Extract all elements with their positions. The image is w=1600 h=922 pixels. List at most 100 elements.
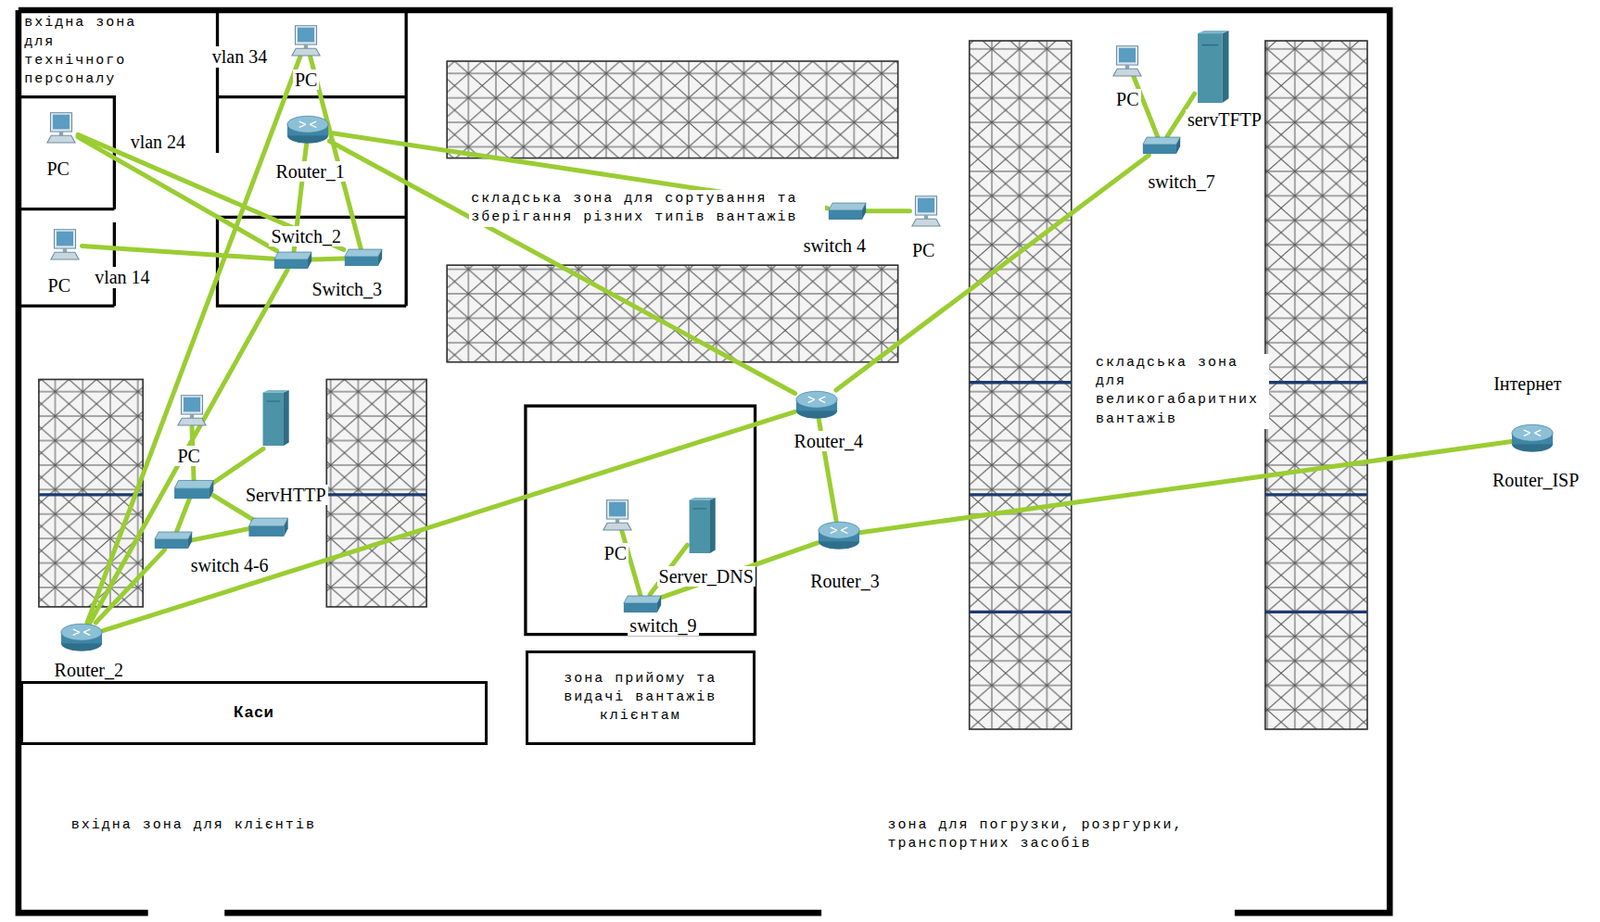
- pc-icon: PC: [44, 112, 78, 144]
- pc-icon: PC: [1110, 45, 1144, 77]
- icon-part: [61, 623, 102, 641]
- area-label: vlan 24: [128, 131, 188, 153]
- switch-icon-graphic: [153, 531, 193, 550]
- icon-part: [52, 114, 70, 129]
- device-label: PC: [292, 69, 319, 90]
- network-link: [95, 549, 165, 623]
- device-label: switch 4-6: [189, 555, 271, 576]
- icon-part: [188, 532, 192, 549]
- pc-icon-graphic: [909, 195, 943, 228]
- icon-part: [623, 603, 658, 613]
- pc-icon: PC: [175, 394, 209, 427]
- icon-part: [50, 112, 73, 131]
- icon-part: [827, 210, 862, 220]
- switch-icon: switch_7: [1142, 136, 1181, 155]
- icon-part: [183, 396, 201, 412]
- pc-icon: PC: [600, 499, 635, 532]
- icon-part: [606, 500, 628, 520]
- device-label: switch 4: [801, 235, 868, 256]
- icon-part: [47, 135, 76, 143]
- switch-icon-graphic: [273, 251, 313, 270]
- icon-part: [274, 259, 308, 269]
- server-icon: ServHTTP: [260, 390, 291, 446]
- storage-racks: [38, 40, 1368, 730]
- area-label: складська зона для великогабаритних вант…: [1093, 354, 1270, 430]
- pc-icon-graphic: [48, 228, 82, 261]
- icon-part: [274, 252, 312, 260]
- area-label: вхідна зона для технічного персоналу: [22, 13, 166, 89]
- icon-part: [1511, 425, 1553, 443]
- server-icon: Server_DNS: [686, 497, 717, 554]
- network-link: [860, 442, 1512, 534]
- icon-part: [283, 390, 290, 446]
- router-icon-graphic: [817, 520, 861, 551]
- switch-icon: Switch_3: [343, 248, 383, 267]
- icon-part: [295, 25, 318, 45]
- device-label: PC: [910, 240, 937, 261]
- router-icon-graphic: [286, 114, 330, 145]
- router-icon: Router_1: [286, 114, 330, 145]
- icon-part: [1118, 48, 1136, 64]
- device-label: Router_ISP: [1490, 469, 1581, 491]
- pc-icon-graphic: [44, 112, 78, 144]
- icon-part: [307, 252, 312, 269]
- icon-part: [73, 629, 90, 635]
- device-label: Server_DNS: [657, 566, 756, 587]
- switch-icon-graphic: [827, 202, 867, 221]
- device-label: servTFTP: [1185, 109, 1264, 130]
- area-label: зона для погрузки, розргурки, транспортн…: [885, 816, 1205, 855]
- network-link: [77, 137, 277, 252]
- icon-part: [1142, 144, 1176, 154]
- device-label: Router_2: [52, 660, 126, 681]
- pc-icon: PC: [909, 195, 943, 228]
- device-label: Інтернет: [1491, 373, 1563, 394]
- switch-icon: [248, 518, 288, 537]
- device-label: PC: [602, 543, 629, 564]
- icon-part: [807, 396, 825, 403]
- switch-icon: Switch_2: [273, 251, 313, 270]
- icon-part: [54, 229, 77, 249]
- router-icon: Router_2: [60, 622, 103, 653]
- icon-part: [657, 596, 661, 613]
- device-label: PC: [175, 445, 202, 467]
- icon-part: [190, 414, 194, 419]
- router-icon: Router_4: [795, 390, 839, 420]
- icon-part: [180, 394, 203, 414]
- icon-part: [1221, 30, 1229, 103]
- router-icon-graphic: [1511, 423, 1554, 454]
- device-label: Router_1: [273, 161, 346, 182]
- zone-box: Каси: [20, 681, 488, 745]
- icon-part: [297, 27, 315, 43]
- switch-icon: switch 4-6: [153, 531, 193, 550]
- icon-part: [344, 249, 382, 257]
- icon-part: [603, 522, 632, 531]
- icon-part: [1201, 43, 1218, 46]
- switch-icon-graphic: [622, 595, 662, 614]
- router-icon-graphic: [60, 622, 103, 653]
- router-icon: Router_3: [817, 520, 861, 551]
- device-label: switch_7: [1146, 171, 1218, 192]
- zone-title: Каси: [233, 703, 275, 723]
- icon-part: [263, 393, 284, 447]
- network-link: [89, 269, 288, 623]
- pc-icon-graphic: [175, 394, 209, 427]
- network-link: [312, 256, 344, 263]
- icon-part: [59, 131, 64, 136]
- icon-part: [292, 48, 320, 56]
- icon-part: [56, 231, 74, 247]
- icon-part: [827, 203, 865, 211]
- path-shape: [212, 448, 264, 483]
- switch-icon-graphic: [343, 248, 383, 267]
- icon-part: [154, 539, 189, 549]
- pc-icon-graphic: [289, 25, 323, 57]
- path-shape: [190, 528, 252, 541]
- icon-part: [689, 497, 716, 500]
- icon-part: [862, 203, 866, 220]
- icon-part: [50, 252, 79, 260]
- zone-box: зона прийому та видачі вантажів клієнтам: [525, 650, 756, 745]
- switch-icon: switch_9: [622, 595, 662, 614]
- icon-part: [1176, 137, 1181, 154]
- icon-part: [378, 249, 382, 267]
